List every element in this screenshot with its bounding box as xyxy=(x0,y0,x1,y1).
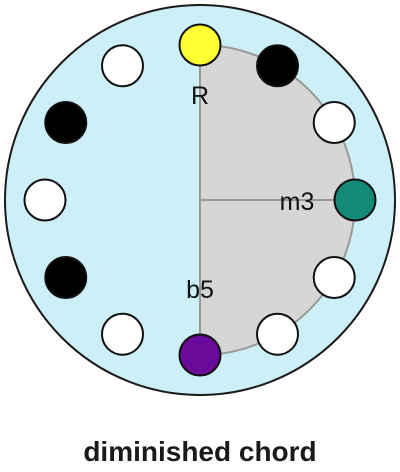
white-key-note-7 xyxy=(101,312,144,356)
note-circles xyxy=(23,23,377,377)
interval-label-b5: b5 xyxy=(186,276,214,304)
white-key-note-11 xyxy=(101,44,144,88)
black-key-note-8 xyxy=(44,256,88,299)
chord-tone-b5 xyxy=(178,333,222,377)
white-key-note-9 xyxy=(23,178,67,222)
white-key-note-2 xyxy=(312,101,356,144)
chord-tone-m3 xyxy=(333,178,377,222)
chord-tone-R xyxy=(178,23,222,67)
chord-wheel-diagram: R m3 b5 xyxy=(4,4,396,396)
white-key-note-5 xyxy=(256,312,299,356)
interval-label-R: R xyxy=(191,82,209,110)
chord-name-caption: diminished chord xyxy=(83,436,317,467)
interval-labels: R m3 b5 xyxy=(186,82,314,304)
black-key-note-10 xyxy=(44,101,88,144)
interval-label-m3: m3 xyxy=(280,188,315,216)
white-key-note-4 xyxy=(312,256,356,299)
black-key-note-1 xyxy=(256,44,299,88)
